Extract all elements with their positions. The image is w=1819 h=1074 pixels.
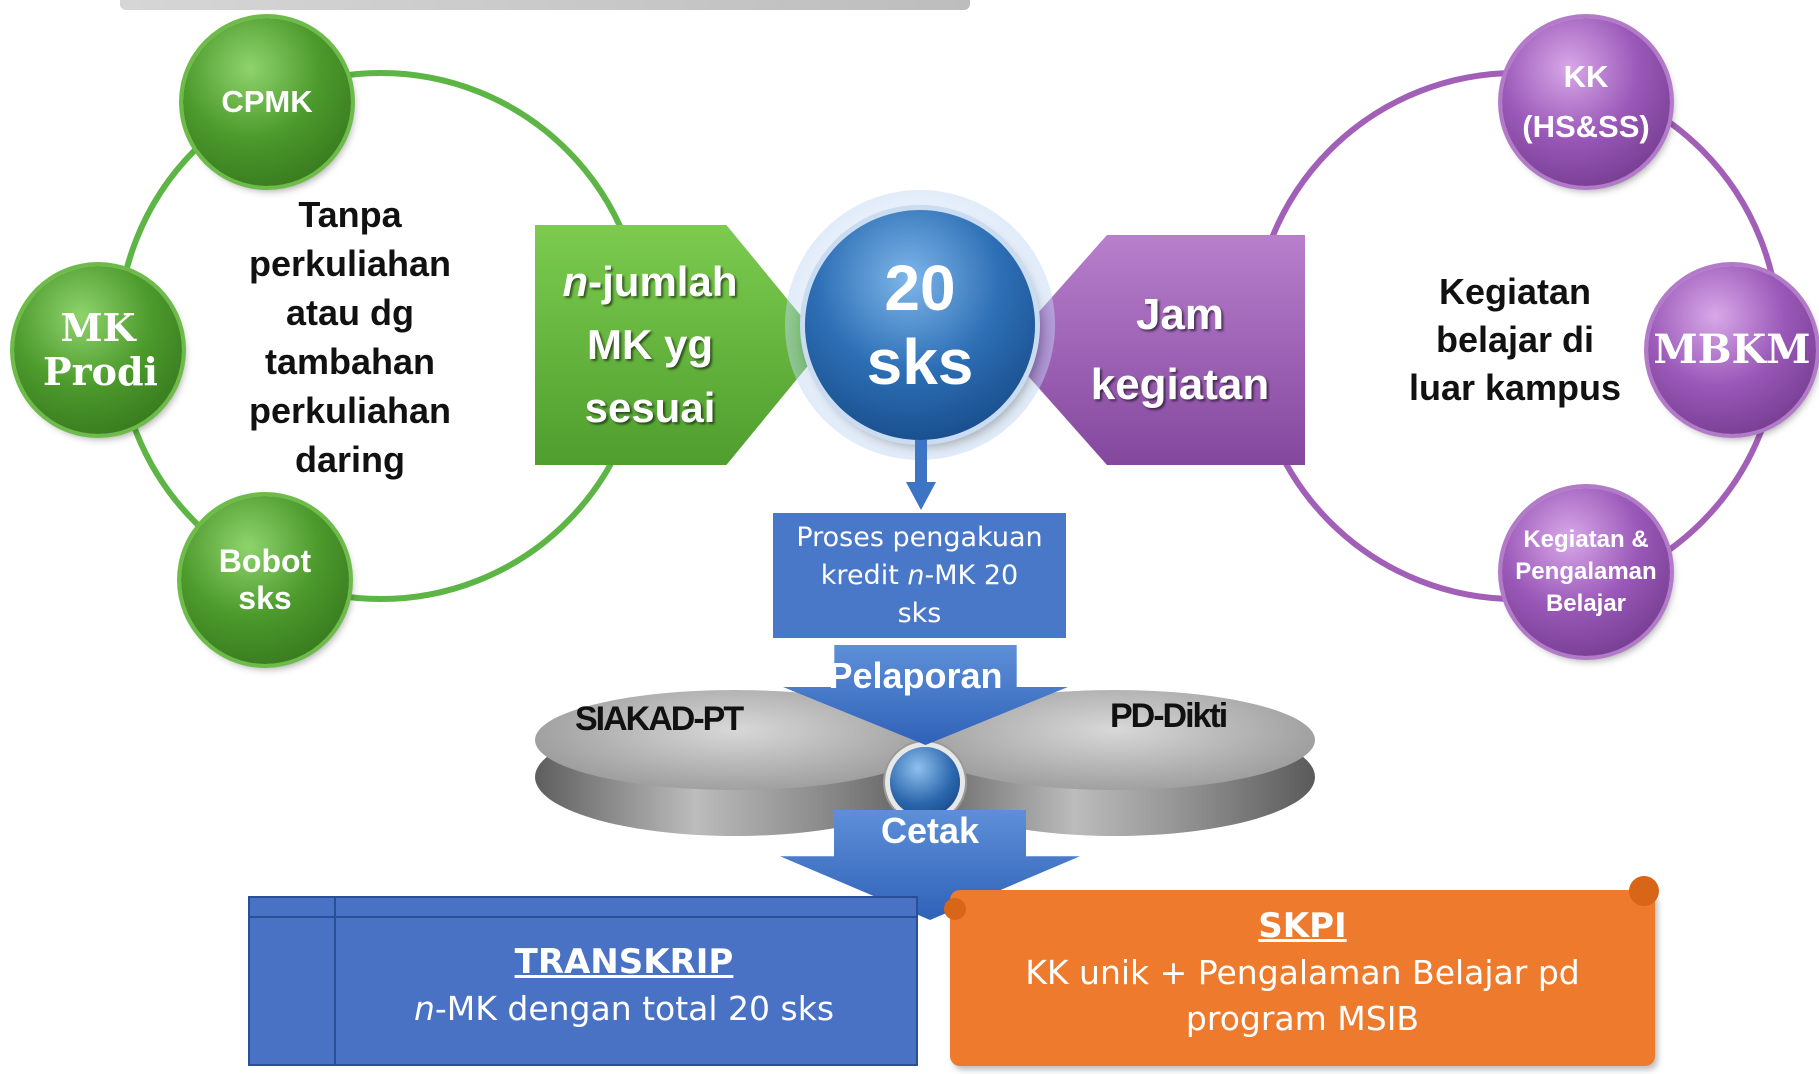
right-text-line: belajar di	[1435, 319, 1595, 360]
scroll-curl	[1629, 876, 1659, 906]
twenty-sks-badge: 20 sks	[805, 210, 1035, 440]
left-cluster-text: Tanpa perkuliahan atau dg tambahan perku…	[210, 190, 490, 484]
skpi-scroll: SKPI KK unik + Pengalaman Belajar pd pro…	[944, 876, 1659, 1066]
skpi-line1: KK unik + Pengalaman Belajar pd	[1025, 953, 1580, 992]
left-text-line: tambahan	[264, 341, 436, 382]
cetak-label: Cetak	[880, 810, 980, 851]
left-text-line: perkuliahan	[248, 243, 452, 284]
proses-line1: Proses pengakuan	[796, 521, 1043, 553]
left-text-line: perkuliahan	[248, 390, 452, 431]
mk-yg-label: MK yg	[587, 321, 713, 368]
badge-unit: sks	[866, 326, 974, 398]
right-text-line: Kegiatan	[1438, 271, 1592, 312]
mbkm-label: MBKM	[1653, 326, 1811, 373]
kk-node: KK (HS&SS)	[1502, 18, 1670, 186]
left-text-line: Tanpa	[298, 194, 402, 235]
pelaporan-label: Pelaporan	[828, 655, 1003, 696]
bobot-sks-label: Bobot sks	[218, 543, 312, 616]
mbkm-node: MBKM	[1648, 266, 1816, 434]
transkrip-n-italic: n	[413, 989, 435, 1028]
proses-line2-post: -MK 20	[924, 559, 1019, 591]
right-cluster-text: Kegiatan belajar di luar kampus	[1380, 268, 1650, 412]
mk-prodi-node: MK Prodi	[14, 266, 182, 434]
bobot-sks-node: Bobot sks	[181, 496, 349, 664]
kegiatan-label: kegiatan	[1090, 360, 1270, 409]
badge-number: 20	[884, 252, 956, 324]
proses-line2-pre: kredit	[820, 559, 908, 591]
cpmk-node: CPMK	[183, 18, 351, 186]
proses-n-italic: n	[907, 559, 925, 591]
jumlah-label: -jumlah	[588, 258, 738, 305]
left-text-line: atau dg	[285, 292, 414, 333]
transkrip-body-text: -MK dengan total 20 sks	[434, 989, 835, 1028]
left-text-line: daring	[294, 439, 405, 480]
proses-pengakuan-box: Proses pengakuan kredit n-MK 20 sks	[773, 513, 1066, 638]
skpi-line2: program MSIB	[1185, 999, 1420, 1038]
kegiatan-pengalaman-label: Kegiatan & Pengalaman Belajar	[1515, 526, 1657, 617]
pd-dikti-label: PD-Dikti	[1110, 697, 1228, 735]
skpi-title: SKPI	[1258, 906, 1347, 946]
transkrip-body: n-MK dengan total 20 sks	[334, 986, 914, 1032]
sesuai-label: sesuai	[584, 384, 716, 431]
scroll-curl-left	[944, 898, 966, 920]
transkrip-title: TRANSKRIP	[514, 942, 734, 982]
cpmk-label: CPMK	[221, 84, 313, 120]
infinity-hub	[890, 747, 960, 817]
kk-sub-label: (HS&SS)	[1522, 109, 1650, 144]
jam-kegiatan-text: Jam kegiatan	[1080, 280, 1280, 420]
jam-label: Jam	[1135, 290, 1225, 339]
right-text-line: luar kampus	[1408, 367, 1622, 408]
transkrip-margin-line	[334, 898, 336, 1064]
n-jumlah-mk-text: n-jumlah MK yg sesuai	[540, 250, 760, 439]
siakad-pt-label: SIAKAD-PT	[575, 700, 744, 738]
mk-prodi-label: MK Prodi	[43, 305, 158, 394]
proses-line3: sks	[897, 597, 942, 629]
kk-label: KK	[1563, 59, 1609, 95]
transkrip-box: TRANSKRIP n-MK dengan total 20 sks	[248, 896, 918, 1066]
n-italic: n	[562, 258, 589, 305]
transkrip-top-line	[250, 916, 916, 918]
kegiatan-pengalaman-node: Kegiatan & Pengalaman Belajar	[1502, 488, 1670, 656]
header-strip	[120, 0, 970, 10]
